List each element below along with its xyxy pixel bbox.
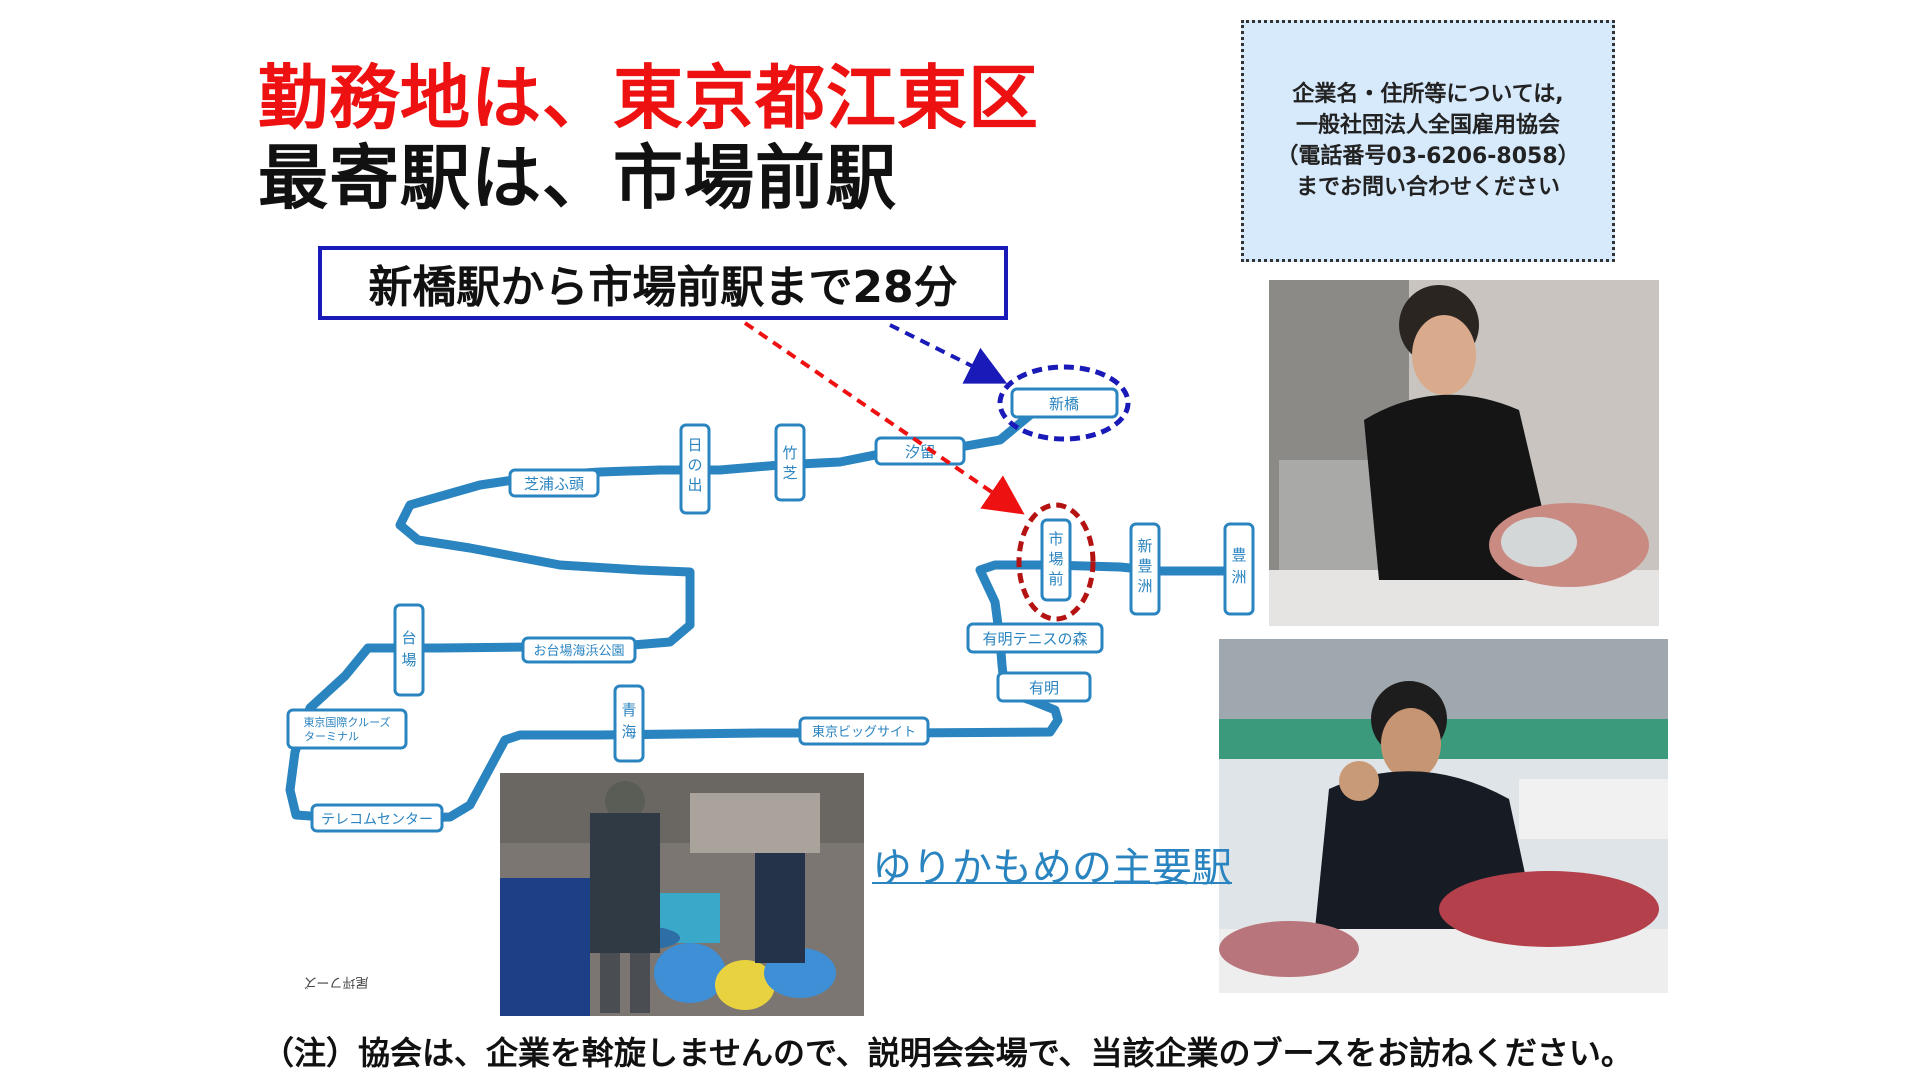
station-ariake: 有明 — [996, 671, 1092, 703]
station-hinode: 日の出 — [679, 423, 711, 515]
photo-market-workers — [500, 773, 864, 1016]
contact-line-2: 一般社団法人全国雇用協会 — [1295, 113, 1560, 138]
station-label-shibaura: 芝浦ふ頭 — [524, 475, 584, 493]
station-label-shiodome: 汐留 — [905, 443, 935, 461]
station-big-sight: 東京ビッグサイト — [798, 716, 930, 746]
station-ariake-tennis: 有明テニスの森 — [966, 622, 1104, 654]
travel-time-text: 新橋駅から市場前駅まで28分 — [368, 262, 958, 313]
station-cruise-terminal: 東京国際クルーズターミナル — [286, 708, 408, 750]
travel-time-box: 新橋駅から市場前駅まで28分 — [318, 246, 1008, 320]
photo-tuna-cutting-man — [1219, 639, 1668, 993]
station-label-telecom-center: テレコムセンター — [321, 812, 433, 828]
arrow-to-shijo-mae — [743, 321, 1025, 515]
contact-line-3: （電話番号03-6206-8058） — [1276, 144, 1580, 169]
station-odaiba-kaihin: お台場海浜公園 — [521, 636, 637, 664]
station-shibaura: 芝浦ふ頭 — [508, 468, 600, 498]
station-aomi: 青海 — [613, 684, 645, 763]
station-label-hinode: 日の出 — [687, 436, 702, 494]
station-label-shijo-mae: 市場前 — [1048, 530, 1063, 588]
station-telecom-center: テレコムセンター — [310, 803, 444, 833]
map-caption: ゆりかもめの主要駅 — [872, 845, 1232, 891]
headline-nearest-station: 最寄駅は、市場前駅 — [258, 137, 897, 219]
station-label-ariake: 有明 — [1029, 679, 1059, 697]
station-label-shin-toyosu: 新豊洲 — [1137, 537, 1152, 595]
station-label-toyosu: 豊洲 — [1231, 546, 1246, 586]
station-shin-toyosu: 新豊洲 — [1129, 522, 1161, 616]
contact-info-box: 企業名・住所等については, 一般社団法人全国雇用協会 （電話番号03-6206-… — [1241, 20, 1615, 262]
shinbashi-highlight — [997, 364, 1131, 442]
footnote: （注）協会は、企業を斡旋しませんので、説明会会場で、当該企業のブースをお訪ねくだ… — [262, 1034, 1633, 1072]
station-label-big-sight: 東京ビッグサイト — [812, 724, 916, 740]
photo-fish-cutting-man — [1269, 280, 1659, 626]
contact-line-4: までお問い合わせください — [1295, 175, 1560, 200]
headline-location: 勤務地は、東京都江東区 — [258, 57, 1039, 139]
station-label-ariake-tennis: 有明テニスの森 — [982, 630, 1087, 648]
station-label-cruise-terminal: 東京国際クルーズターミナル — [303, 715, 390, 743]
station-label-daiba: 台場 — [401, 629, 416, 669]
station-toyosu: 豊洲 — [1223, 522, 1255, 616]
contact-line-1: 企業名・住所等については, — [1292, 82, 1564, 107]
station-shinbashi: 新橋 — [1010, 387, 1119, 419]
arrow-to-shinbashi — [889, 323, 1008, 384]
station-shijo-mae: 市場前 — [1040, 518, 1072, 602]
station-daiba: 台場 — [393, 603, 425, 697]
route-line — [285, 410, 1245, 823]
station-label-takeshiba: 竹芝 — [782, 444, 797, 482]
shijo-mae-highlight — [1016, 502, 1096, 622]
photo-credit: 尾坪フーズ — [304, 974, 369, 989]
station-label-aomi: 青海 — [621, 701, 636, 741]
station-label-shinbashi: 新橋 — [1049, 395, 1079, 413]
station-takeshiba: 竹芝 — [774, 423, 806, 502]
station-label-odaiba-kaihin: お台場海浜公園 — [533, 644, 624, 659]
